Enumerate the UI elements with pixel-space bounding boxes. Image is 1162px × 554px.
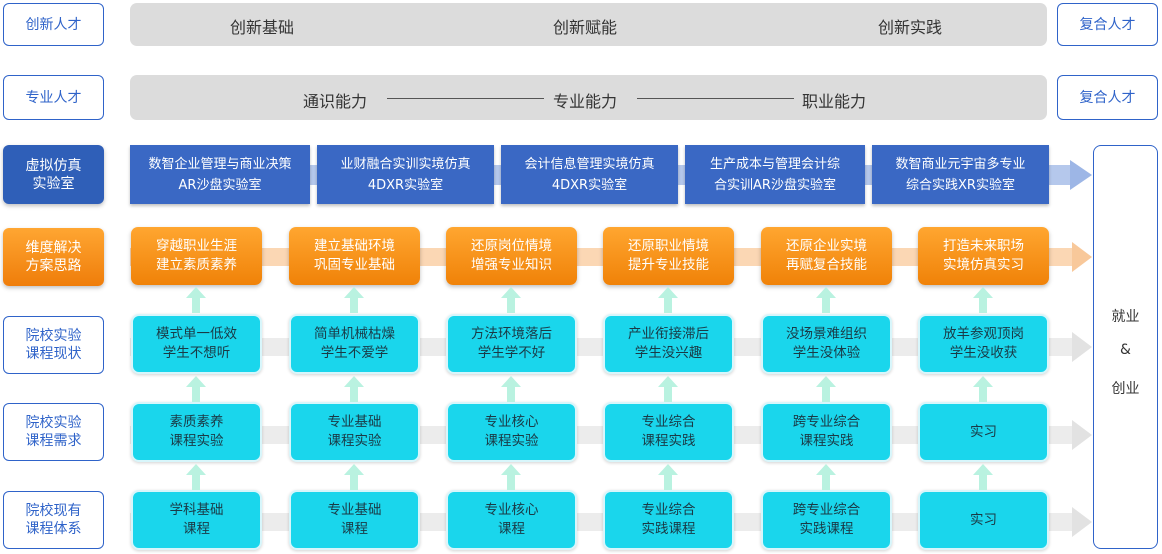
solution-1: 穿越职业生涯 建立素质素养	[131, 227, 262, 285]
ability-bar: 通识能力 专业能力 职业能力	[130, 75, 1047, 120]
up-arrow-icon	[344, 287, 364, 313]
general-ability: 通识能力	[303, 92, 368, 111]
solution-3: 还原岗位情境 增强专业知识	[446, 227, 577, 285]
need-1: 素质素养 课程实验	[131, 402, 262, 462]
label-professional-talent: 专业人才	[3, 75, 104, 120]
up-arrow-icon	[816, 376, 836, 402]
status-5: 没场景难组织 学生没体验	[761, 314, 892, 374]
up-arrow-icon	[344, 376, 364, 402]
up-arrow-icon	[501, 287, 521, 313]
solution-5: 还原企业实境 再赋复合技能	[761, 227, 892, 285]
up-arrow-icon	[816, 464, 836, 490]
up-arrow-icon	[658, 376, 678, 402]
label-current-status: 院校实验 课程现状	[3, 316, 104, 374]
innovation-basic: 创新基础	[230, 18, 295, 37]
up-arrow-icon	[186, 287, 206, 313]
solution-6: 打造未来职场 实境仿真实习	[918, 227, 1049, 285]
up-arrow-icon	[973, 464, 993, 490]
status-6: 放羊参观顶岗 学生没收获	[918, 314, 1049, 374]
status-1: 模式单一低效 学生不想听	[131, 314, 262, 374]
need-5: 跨专业综合 课程实践	[761, 402, 892, 462]
status-2: 简单机械枯燥 学生不爱学	[289, 314, 420, 374]
outcome-entrepreneurship: 创业	[1111, 381, 1140, 397]
up-arrow-icon	[186, 464, 206, 490]
need-4: 专业综合 课程实践	[603, 402, 734, 462]
outcome-ampersand: &	[1120, 342, 1131, 358]
label-course-needs: 院校实验 课程需求	[3, 403, 104, 461]
solution-2: 建立基础环境 巩固专业基础	[289, 227, 420, 285]
connector-line-1	[387, 98, 544, 99]
label-innovative-talent: 创新人才	[3, 3, 104, 46]
status-3: 方法环境落后 学生学不好	[446, 314, 577, 374]
label-virtual-lab: 虚拟仿真 实验室	[3, 145, 104, 204]
label-existing-courses: 院校现有 课程体系	[3, 491, 104, 549]
status-4: 产业衔接滞后 学生没兴趣	[603, 314, 734, 374]
outcome-box: 就业 & 创业	[1093, 145, 1158, 549]
need-6: 实习	[918, 402, 1049, 462]
up-arrow-icon	[973, 376, 993, 402]
connector-line-2	[637, 98, 794, 99]
need-2: 专业基础 课程实验	[289, 402, 420, 462]
lab-4: 生产成本与管理会计综 合实训AR沙盘实验室	[685, 145, 865, 204]
up-arrow-icon	[501, 376, 521, 402]
need-3: 专业核心 课程实验	[446, 402, 577, 462]
existing-3: 专业核心 课程	[446, 490, 577, 550]
existing-4: 专业综合 实践课程	[603, 490, 734, 550]
up-arrow-icon	[973, 287, 993, 313]
up-arrow-icon	[501, 464, 521, 490]
solution-4: 还原职业情境 提升专业技能	[603, 227, 734, 285]
professional-ability: 专业能力	[553, 92, 618, 111]
label-composite-talent-2: 复合人才	[1057, 75, 1158, 120]
innovation-empower: 创新赋能	[553, 18, 618, 37]
innovation-practice: 创新实践	[878, 18, 943, 37]
existing-1: 学科基础 课程	[131, 490, 262, 550]
label-solution-approach: 维度解决 方案思路	[3, 228, 104, 286]
up-arrow-icon	[816, 287, 836, 313]
lab-2: 业财融合实训实境仿真 4DXR实验室	[317, 145, 494, 204]
up-arrow-icon	[344, 464, 364, 490]
innovation-bar: 创新基础 创新赋能 创新实践	[130, 3, 1047, 46]
existing-5: 跨专业综合 实践课程	[761, 490, 892, 550]
lab-1: 数智企业管理与商业决策 AR沙盘实验室	[130, 145, 310, 204]
existing-2: 专业基础 课程	[289, 490, 420, 550]
label-composite-talent-1: 复合人才	[1057, 3, 1158, 46]
outcome-employment: 就业	[1111, 309, 1140, 325]
lab-5: 数智商业元宇宙多专业 综合实践XR实验室	[872, 145, 1049, 204]
up-arrow-icon	[186, 376, 206, 402]
up-arrow-icon	[658, 464, 678, 490]
lab-3: 会计信息管理实境仿真 4DXR实验室	[501, 145, 678, 204]
existing-6: 实习	[918, 490, 1049, 550]
career-ability: 职业能力	[802, 92, 867, 111]
up-arrow-icon	[658, 287, 678, 313]
